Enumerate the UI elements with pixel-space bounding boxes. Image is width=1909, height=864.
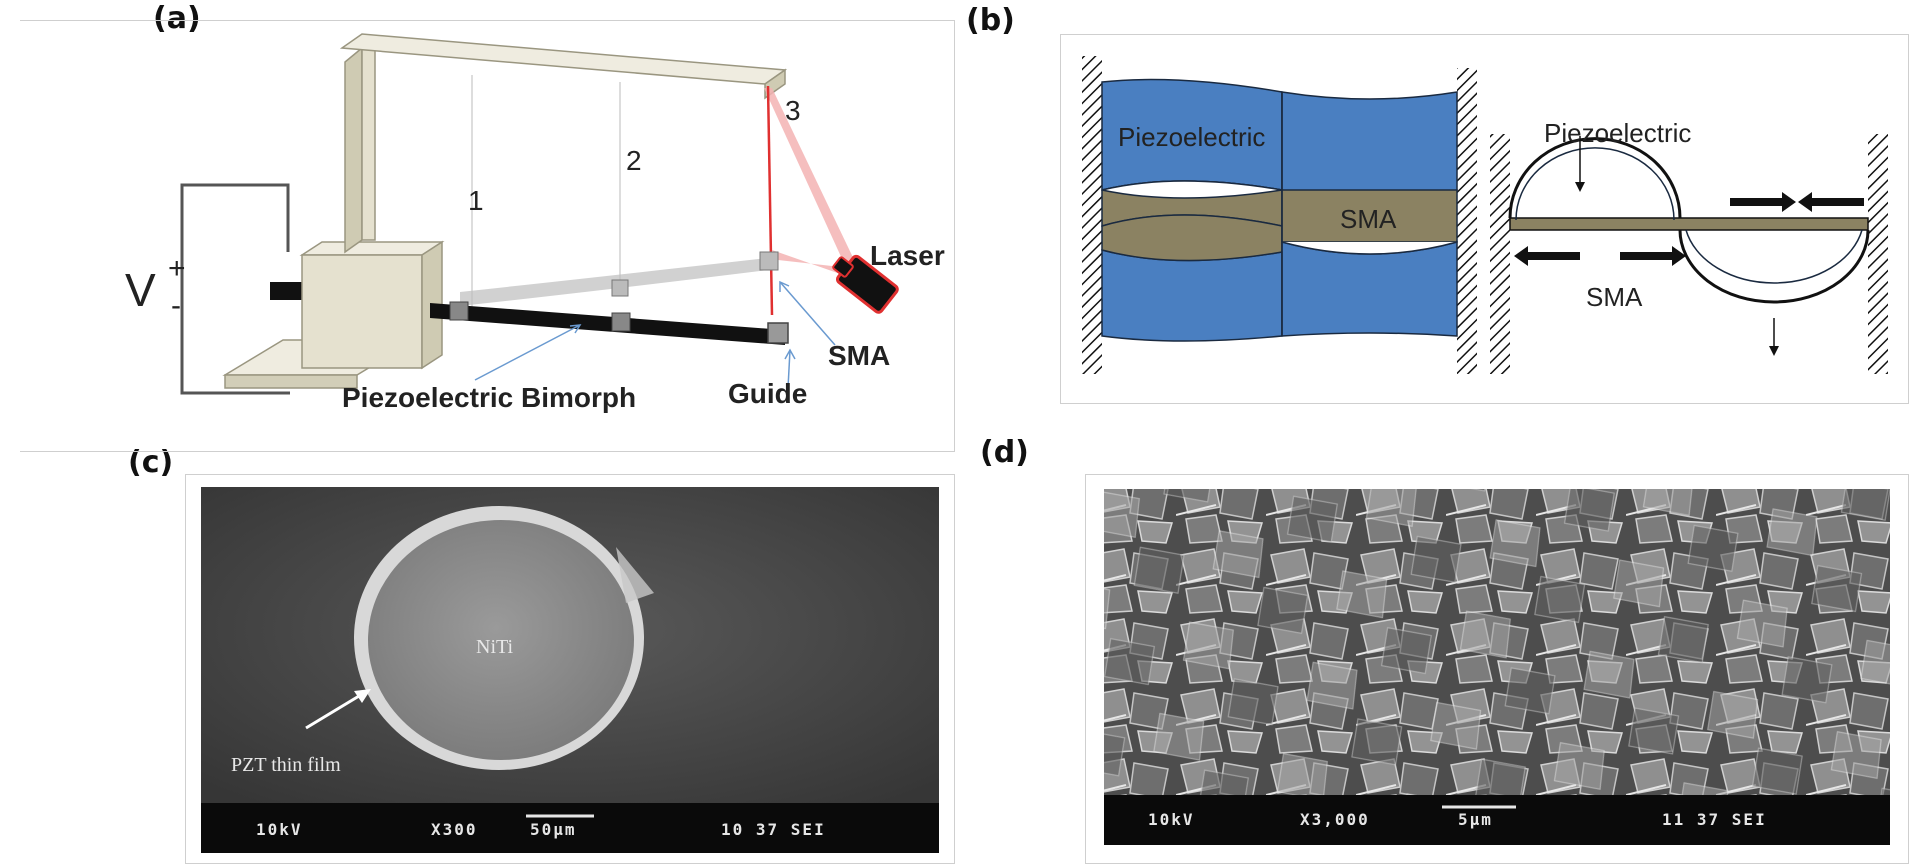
film-arrow-icon (354, 689, 371, 703)
guide-label: Guide (728, 378, 807, 409)
panel-c: NiTi PZT thin film 10kV X300 50μm 10 37 … (185, 474, 955, 864)
panel-b: Piezoelectric SMA Piezoelectric SMA (1060, 34, 1909, 404)
panel-b-letter: (b) (966, 3, 1015, 38)
clamp-icon (759, 251, 779, 271)
sem-magnification: X300 (431, 820, 478, 839)
niti-label: NiTi (476, 636, 514, 658)
piezo-right-label: Piezoelectric (1544, 118, 1691, 148)
sem-code: 11 37 SEI (1662, 810, 1767, 829)
panel-a: V + - (20, 20, 955, 452)
layer-schematic: Piezoelectric SMA Piezoelectric SMA (1060, 34, 1909, 404)
left-wall (1082, 56, 1102, 374)
panel-a-letter: (a) (153, 1, 201, 36)
niti-core (368, 520, 634, 760)
voltage-minus-label: - (171, 289, 181, 322)
guide-clamp-icon (767, 322, 789, 344)
support-frame (222, 33, 788, 389)
panel-c-letter: (c) (128, 445, 174, 480)
sem-surface-image: 10kV X3,000 5μm 11 37 SEI (1104, 489, 1890, 845)
laser-beam (764, 85, 858, 316)
sem-scale: 5μm (1458, 810, 1493, 829)
right-schematic (1490, 134, 1888, 374)
bimorph-label: Piezoelectric Bimorph (342, 382, 636, 413)
position-2-label: 2 (626, 145, 642, 176)
sem-magnification: X3,000 (1300, 810, 1370, 829)
clamp-icon (449, 301, 469, 321)
voltage-plus-label: + (168, 252, 186, 285)
callout-arrows (474, 280, 836, 389)
bimorph-beam (430, 303, 785, 345)
panel-d-letter: (d) (980, 435, 1029, 470)
sma-left-label: SMA (1340, 204, 1397, 234)
clamp-icon (611, 312, 631, 332)
sem-info-bar (1104, 795, 1890, 845)
sem-code: 10 37 SEI (721, 820, 826, 839)
position-1-label: 1 (468, 185, 484, 216)
clamp-icon (611, 279, 629, 297)
voltage-circuit (180, 183, 310, 395)
left-schematic (1082, 56, 1477, 374)
panel-d: 10kV X3,000 5μm 11 37 SEI (1085, 474, 1909, 864)
pzt-film-label: PZT thin film (231, 754, 341, 776)
sem-voltage: 10kV (1148, 810, 1195, 829)
sem-voltage: 10kV (256, 820, 303, 839)
laser-label: Laser (870, 240, 945, 271)
sem-info-bar (201, 803, 939, 853)
sem-cross-section-image: NiTi PZT thin film 10kV X300 50μm 10 37 … (201, 487, 939, 853)
right-left-wall (1490, 134, 1510, 374)
actuator-diagram: V + - (20, 20, 955, 452)
voltage-label: V (125, 264, 156, 316)
laser-icon (832, 254, 899, 314)
force-arrows (1514, 136, 1864, 356)
position-3-label: 3 (785, 95, 801, 126)
piezo-left-label: Piezoelectric (1118, 122, 1265, 152)
sem-scale: 50μm (530, 820, 577, 839)
sma-label: SMA (828, 340, 890, 371)
sma-right-label: SMA (1586, 282, 1643, 312)
right-right-wall (1868, 134, 1888, 374)
middle-wall (1457, 68, 1477, 374)
